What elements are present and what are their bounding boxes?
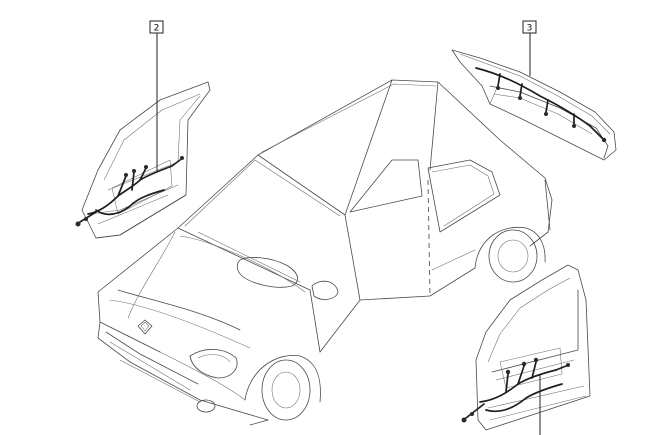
tailgate-panel (451, 49, 617, 161)
callout-box-2 (149, 20, 164, 34)
left-door-wiring-harness (75, 156, 184, 227)
callout-3: 3 (522, 20, 537, 76)
right-door-wiring-harness (461, 357, 570, 423)
callout-label-2: 2 (154, 24, 160, 34)
diamond-logo-icon (137, 319, 153, 335)
right-door-panel (475, 264, 591, 431)
callout-2: 2 (149, 20, 164, 172)
callout-box-3 (522, 20, 537, 34)
callout-label-3: 3 (527, 24, 533, 34)
left-door-panel (81, 81, 211, 239)
tailgate-wiring-harness (475, 67, 607, 143)
hatchback-car-icon (97, 79, 553, 426)
